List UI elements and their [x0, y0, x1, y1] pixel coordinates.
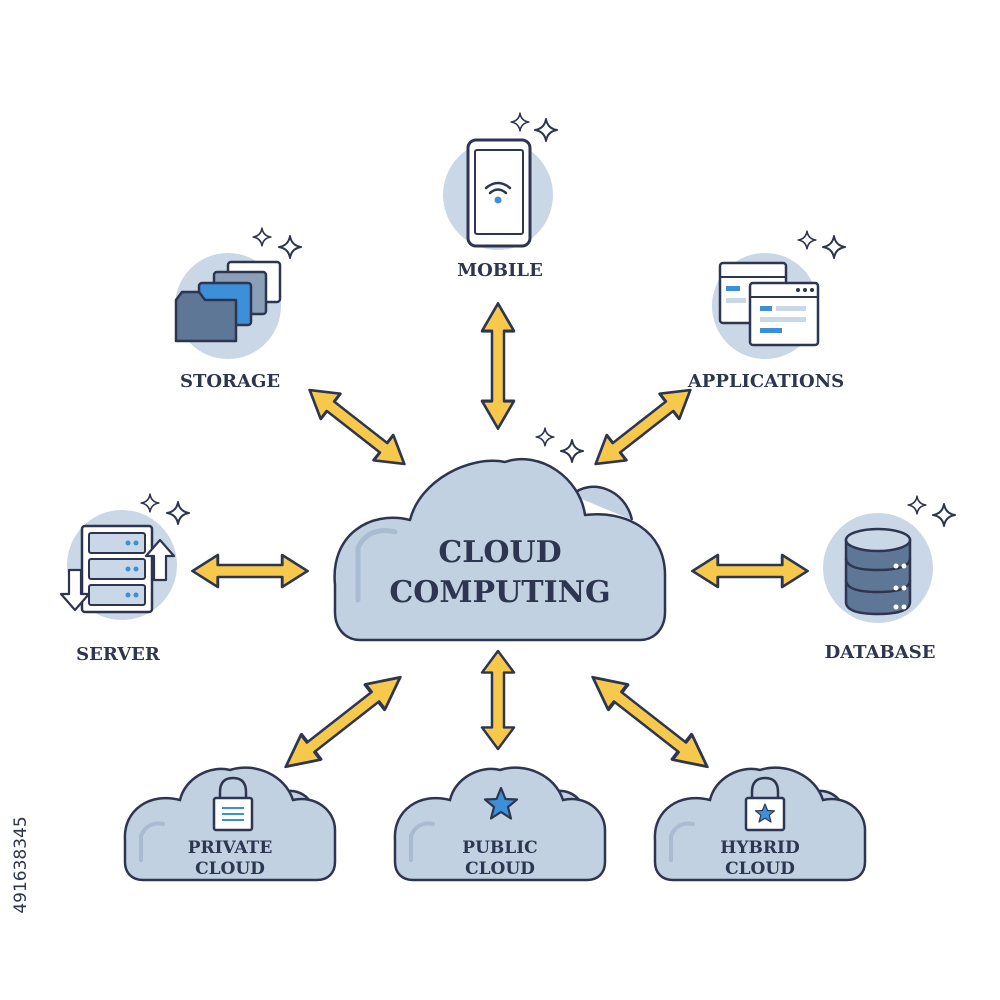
arrow-public-cloud	[480, 649, 516, 751]
sparkle-icon	[797, 230, 817, 250]
stock-id-watermark: 491638345	[11, 816, 31, 913]
sparkle-icon	[560, 439, 584, 463]
sparkle-icon	[535, 427, 555, 447]
star-icon	[483, 786, 519, 820]
server-rack-icon	[80, 524, 154, 614]
arrow-server	[191, 553, 309, 589]
arrow-private-cloud	[274, 663, 412, 781]
arrow-mobile	[480, 301, 516, 431]
storage-node: STORAGE	[174, 253, 282, 392]
sparkle-icon	[822, 235, 846, 259]
hybrid-cloud: HYBRID CLOUD	[653, 766, 867, 882]
sparkle-icon	[252, 227, 272, 247]
private-cloud-line2: CLOUD	[195, 859, 265, 879]
sparkle-icon	[278, 235, 302, 259]
public-cloud-line2: CLOUD	[465, 859, 535, 879]
public-cloud-line1: PUBLIC	[462, 838, 537, 858]
sparkle-icon	[907, 495, 927, 515]
cloud-computing-center: CLOUD COMPUTING	[333, 457, 667, 642]
sparkle-icon	[510, 112, 530, 132]
sparkle-icon	[932, 503, 956, 527]
hybrid-cloud-line1: HYBRID	[720, 838, 800, 858]
server-node: SERVER	[59, 510, 177, 665]
database-icon	[844, 527, 912, 616]
applications-label: APPLICATIONS	[687, 371, 844, 392]
app-windows-icon	[718, 261, 820, 347]
arrow-storage	[298, 376, 416, 478]
download-arrow-icon	[59, 568, 91, 612]
database-node: DATABASE	[823, 513, 935, 663]
database-label: DATABASE	[825, 642, 936, 663]
sparkle-icon	[166, 501, 190, 525]
arrow-database	[691, 553, 809, 589]
center-title-line1: CLOUD	[438, 535, 561, 570]
folders-icon	[174, 260, 282, 343]
sparkle-icon	[534, 118, 558, 142]
arrow-applications	[584, 376, 702, 478]
mobile-node: MOBILE	[443, 138, 553, 281]
arrow-hybrid-cloud	[581, 663, 719, 781]
center-title-line2: COMPUTING	[389, 575, 610, 610]
applications-node: APPLICATIONS	[687, 253, 844, 392]
sparkle-icon	[140, 493, 160, 513]
private-cloud: PRIVATE CLOUD	[123, 766, 337, 882]
private-cloud-line1: PRIVATE	[188, 838, 273, 858]
mobile-label: MOBILE	[457, 260, 543, 281]
server-label: SERVER	[76, 644, 161, 665]
lock-icon	[212, 776, 254, 832]
mobile-phone-icon	[466, 138, 532, 248]
star-lock-icon	[744, 776, 786, 832]
hybrid-cloud-line2: CLOUD	[725, 859, 795, 879]
upload-arrow-icon	[144, 538, 176, 582]
storage-label: STORAGE	[180, 371, 280, 392]
public-cloud: PUBLIC CLOUD	[393, 766, 607, 882]
